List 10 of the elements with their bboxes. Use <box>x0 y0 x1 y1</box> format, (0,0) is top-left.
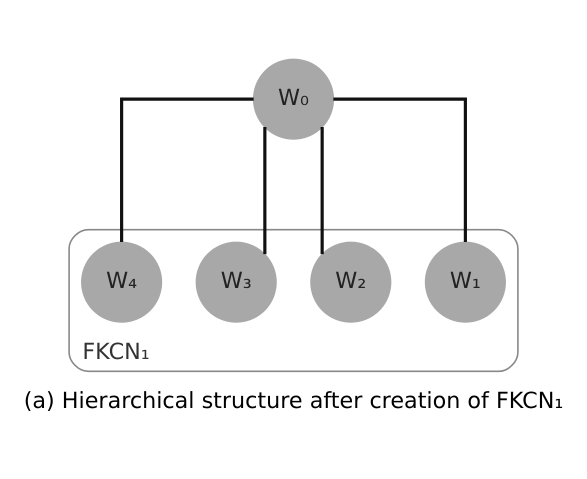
connector <box>320 126 324 254</box>
node-circle: W₁ <box>424 241 506 322</box>
node-circle: W₂ <box>310 241 392 322</box>
connector <box>263 126 266 254</box>
caption: (a) Hierarchical structure after creation of FKCN₁ <box>24 388 564 414</box>
node-circle: W₄ <box>81 241 162 322</box>
node-circle: W₀ <box>252 58 334 140</box>
connector <box>333 97 467 242</box>
node-circle: W₃ <box>196 241 277 322</box>
connector <box>120 97 254 242</box>
